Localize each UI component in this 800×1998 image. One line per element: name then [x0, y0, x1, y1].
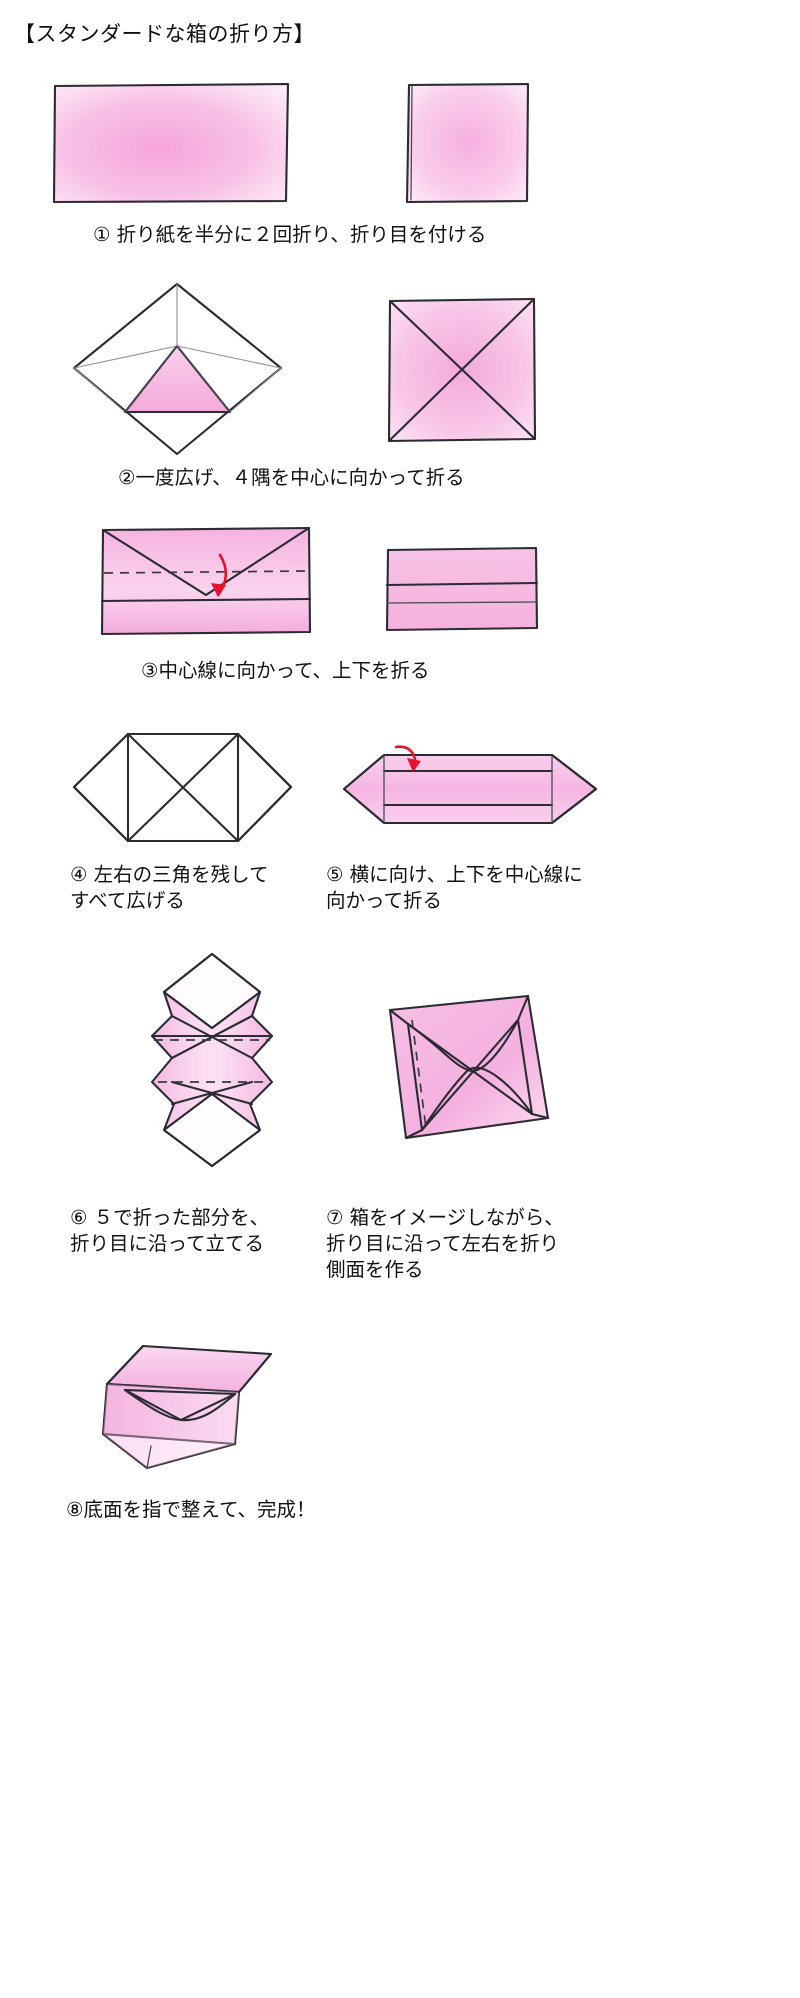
caption-step-8: ⑧底面を指で整えて、完成！	[66, 1498, 316, 1521]
page-title: 【スタンダードな箱の折り方】	[14, 22, 315, 46]
figure-finished-open-box	[101, 1344, 273, 1470]
figure-rectangle-folded-half	[52, 82, 290, 204]
figure-box-forming-perspective	[388, 994, 550, 1140]
figure-rect-top-flap-folding-with-arrow	[100, 526, 312, 636]
caption-step-6: ⑥ ５で折った部分を、 折り目に沿って立てる	[70, 1206, 270, 1255]
figure-standing-sides-vertical	[150, 952, 274, 1168]
caption-step-4: ④ 左右の三角を残して すべて広げる	[70, 863, 269, 912]
figure-square-folded-quarter	[405, 82, 530, 204]
caption-step-1: ① 折り紙を半分に２回折り、折り目を付ける	[93, 223, 487, 246]
figure-diamond-corners-folding	[72, 282, 283, 456]
caption-step-3: ③中心線に向かって、上下を折る	[141, 659, 430, 682]
figure-square-with-x-creases	[387, 297, 537, 443]
caption-step-2: ②一度広げ、４隅を中心に向かって折る	[118, 466, 465, 489]
figure-hexagon-with-x-creases	[72, 732, 293, 843]
figure-horizontal-band-with-arrow	[342, 745, 598, 825]
caption-step-7: ⑦ 箱をイメージしながら、 折り目に沿って左右を折り 側面を作る	[326, 1206, 564, 1281]
caption-step-5: ⑤ 横に向け、上下を中心線に 向かって折る	[326, 863, 583, 912]
figure-rect-folded-bands	[385, 546, 539, 632]
